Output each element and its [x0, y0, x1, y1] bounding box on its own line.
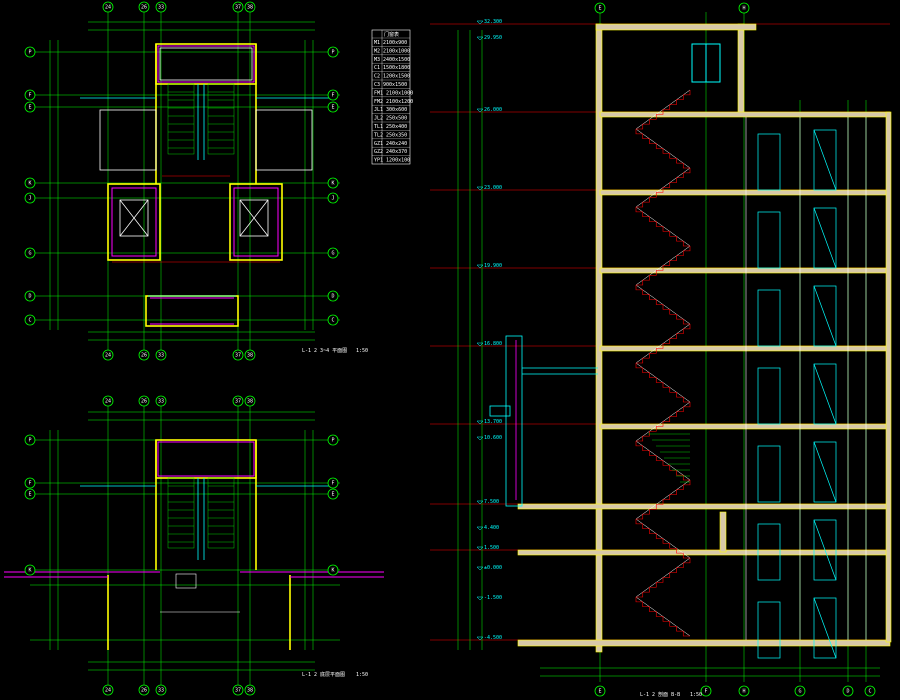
table-row: C2 1200x1500	[374, 74, 410, 80]
axis-label: J	[28, 196, 31, 202]
axis-label: P	[331, 438, 334, 444]
plan-upper-floors: 24 26 33 37 38 24 26 33 37 38 P F E K J …	[24, 1, 368, 361]
section-drawing: 32.300 29.950 26.000 23.000 19.900 16.800 13.7…	[430, 2, 892, 698]
elevation-label: 16.800	[484, 341, 502, 347]
axis-label: 26	[141, 353, 147, 359]
table-row: FM1 2100x1000	[374, 90, 413, 96]
axis-label: F	[28, 481, 31, 487]
axis-label: P	[331, 50, 334, 56]
table-row: GZ1 240x240	[374, 141, 407, 147]
elevation-label: 7.500	[484, 499, 499, 505]
plan2-axis-bubbles: 24 26 33 37 38 24 26 33 37 38 P F E K P …	[24, 395, 339, 696]
axis-label: G	[798, 689, 801, 695]
axis-label: F	[28, 93, 31, 99]
table-row: M1 2100x900	[374, 40, 407, 46]
axis-label: D	[28, 294, 31, 300]
axis-label: 38	[247, 688, 253, 694]
elevation-label: 23.000	[484, 185, 502, 191]
axis-label: P	[28, 50, 31, 56]
axis-label: 37	[235, 688, 241, 694]
axis-label: K	[331, 568, 334, 574]
plan1-title: L-1 2 3~4 平面图	[302, 348, 347, 354]
axis-label: E	[28, 105, 31, 111]
axis-label: 33	[158, 688, 164, 694]
axis-label: D	[846, 689, 849, 695]
section-axis-bubbles: E F H G D C E H	[594, 2, 876, 697]
elevation-label: 29.950	[484, 35, 502, 41]
elevation-label: -4.500	[484, 635, 502, 641]
axis-label: 37	[235, 353, 241, 359]
table-row: YP1 1200x100	[374, 158, 410, 164]
elevation-label: ±0.000	[484, 565, 502, 571]
axis-label: E	[331, 492, 334, 498]
table-row: M3 2400x1500	[374, 57, 410, 63]
plan1-axis-bubbles: 24 26 33 37 38 24 26 33 37 38 P F E K J …	[24, 1, 339, 361]
table-row: TL2 250x350	[374, 132, 407, 138]
axis-label: 37	[235, 399, 241, 405]
axis-label: E	[598, 689, 601, 695]
axis-label: 24	[105, 688, 111, 694]
elevation-label: 1.500	[484, 545, 499, 551]
axis-label: H	[742, 6, 745, 12]
axis-label: E	[28, 492, 31, 498]
plan1-scale: 1:50	[356, 348, 368, 354]
table-row: GZ2 240x370	[374, 149, 407, 155]
table-header: 门窗表	[384, 31, 399, 38]
elevation-label: 19.900	[484, 263, 502, 269]
table-row: JL2 250x500	[374, 116, 407, 122]
axis-label: 26	[141, 688, 147, 694]
section-scale: 1:50	[690, 692, 702, 698]
table-row: M2 2100x1000	[374, 48, 410, 54]
plan2-title: L-1 2 底层平面图	[302, 671, 345, 678]
axis-label: 38	[247, 353, 253, 359]
axis-label: P	[28, 438, 31, 444]
axis-label: 38	[247, 5, 253, 11]
axis-label: F	[704, 689, 707, 695]
elevation-label: -1.500	[484, 595, 502, 601]
axis-label: D	[331, 294, 334, 300]
elevation-label: 10.600	[484, 435, 502, 441]
axis-label: G	[28, 251, 31, 257]
axis-label: 26	[141, 5, 147, 11]
axis-label: C	[28, 318, 31, 324]
axis-label: 24	[105, 399, 111, 405]
table-row: C3 900x1500	[374, 82, 407, 88]
axis-label: 24	[105, 5, 111, 11]
elevation-label: 26.000	[484, 107, 502, 113]
elevation-label: 4.400	[484, 525, 499, 531]
axis-label: G	[331, 251, 334, 257]
table-row: TL1 250x400	[374, 124, 407, 130]
axis-label: E	[598, 6, 601, 12]
axis-label: 33	[158, 353, 164, 359]
axis-label: 24	[105, 353, 111, 359]
elevation-label: 32.300	[484, 19, 502, 25]
axis-label: K	[28, 568, 31, 574]
elevation-label: 13.700	[484, 419, 502, 425]
table-row: FM2 2100x1200	[374, 99, 413, 105]
plan2-scale: 1:50	[356, 672, 368, 678]
axis-label: K	[331, 181, 334, 187]
axis-label: 26	[141, 399, 147, 405]
axis-label: F	[331, 93, 334, 99]
axis-label: 33	[158, 399, 164, 405]
axis-label: C	[331, 318, 334, 324]
axis-label: 37	[235, 5, 241, 11]
axis-label: H	[742, 689, 745, 695]
axis-label: J	[331, 196, 334, 202]
plan-ground-floor: 24 26 33 37 38 24 26 33 37 38 P F E K P …	[4, 395, 384, 696]
section-title: L-1 2 剖面 B-B	[640, 691, 680, 698]
axis-label: 33	[158, 5, 164, 11]
axis-label: E	[331, 105, 334, 111]
table-row: C1 1500x1800	[374, 65, 410, 71]
door-window-table: 门窗表 M1 2100x900 M2 2100x1000 M3 2400x1500C…	[371, 29, 413, 165]
axis-label: F	[331, 481, 334, 487]
axis-label: 38	[247, 399, 253, 405]
table-row: JL1 300x600	[374, 107, 407, 113]
axis-label: C	[868, 689, 871, 695]
axis-label: K	[28, 181, 31, 187]
